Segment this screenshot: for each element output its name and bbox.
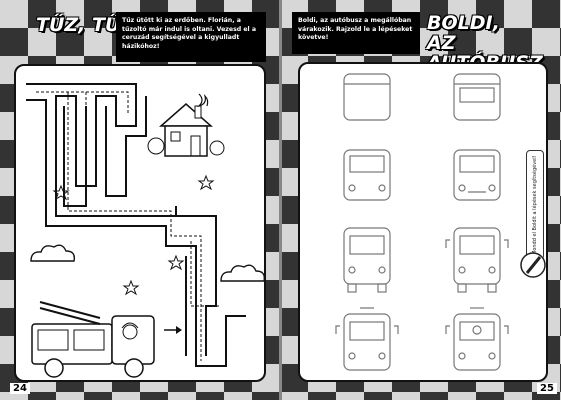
right-page-instruction: Boldi, az autóbusz a megállóban várakozi… bbox=[292, 12, 420, 54]
cloud-icon bbox=[30, 244, 76, 262]
page-number-left: 24 bbox=[10, 383, 30, 394]
fire-truck-icon bbox=[31, 301, 155, 378]
bus-outline-icon bbox=[343, 149, 391, 201]
pencil-icon bbox=[520, 252, 546, 278]
bus-drawing-steps bbox=[335, 73, 509, 371]
maze-walls bbox=[26, 83, 246, 367]
maze-illustration bbox=[26, 83, 264, 378]
bus-outline-icon bbox=[335, 307, 399, 371]
bus-outline-icon bbox=[445, 307, 509, 371]
star-icon bbox=[52, 174, 215, 296]
book-spine bbox=[279, 0, 282, 400]
bus-outline-icon bbox=[343, 227, 391, 293]
bus-drawing-panel bbox=[298, 62, 548, 382]
page-number-right: 25 bbox=[537, 383, 557, 394]
bus-outline-icon bbox=[343, 73, 391, 121]
side-tab-hint: Mondd el Boldit a lépések segítségével! bbox=[526, 150, 544, 260]
right-title-line1: BOLDI, bbox=[427, 12, 500, 34]
maze-panel bbox=[14, 64, 266, 382]
firefighter-icon bbox=[121, 322, 139, 340]
house-on-fire-icon bbox=[147, 93, 225, 157]
bus-outline-icon bbox=[453, 73, 501, 121]
maze-dashed-path bbox=[36, 91, 221, 361]
left-page-instruction: Tűz ütött ki az erdőben. Florián, a tűzo… bbox=[116, 12, 266, 62]
bus-outline-icon bbox=[453, 149, 501, 201]
bus-outline-icon bbox=[445, 227, 509, 293]
cloud-icon bbox=[220, 264, 264, 282]
arrow-right-icon bbox=[164, 326, 182, 334]
